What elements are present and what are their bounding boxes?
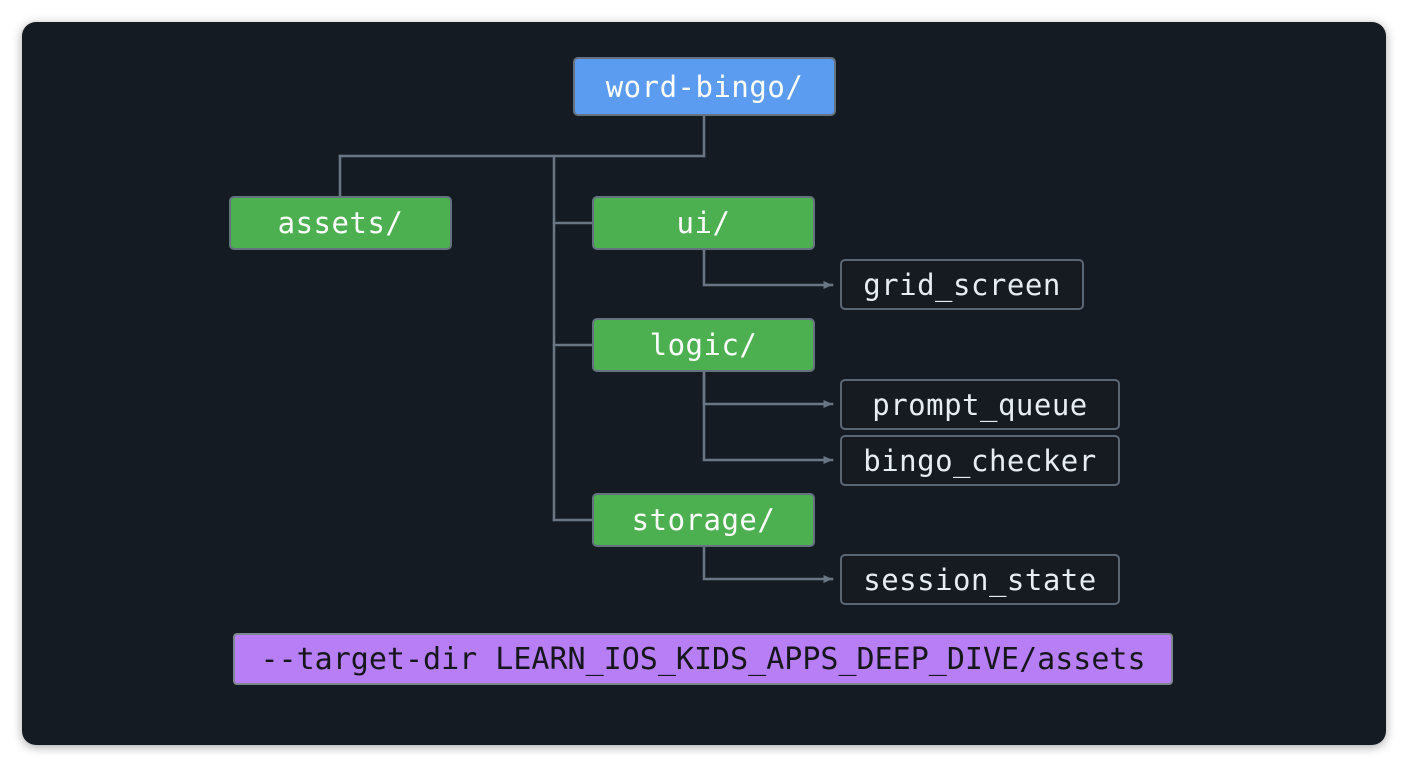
tree-node-session-state[interactable]: session_state	[840, 554, 1120, 605]
tree-node-ui-label: ui/	[676, 206, 731, 240]
tree-node-assets[interactable]: assets/	[229, 196, 452, 250]
tree-node-root-label: word-bingo/	[605, 69, 804, 104]
tree-node-grid-screen-label: grid_screen	[863, 267, 1061, 302]
tree-node-logic-label: logic/	[649, 328, 758, 362]
command-bar[interactable]: --target-dir LEARN_IOS_KIDS_APPS_DEEP_DI…	[233, 633, 1173, 685]
tree-node-bingo-checker-label: bingo_checker	[863, 443, 1097, 478]
tree-node-root[interactable]: word-bingo/	[573, 57, 836, 116]
tree-node-bingo-checker[interactable]: bingo_checker	[840, 435, 1120, 486]
tree-node-prompt-queue[interactable]: prompt_queue	[840, 379, 1120, 430]
tree-node-storage[interactable]: storage/	[592, 493, 815, 547]
tree-node-assets-label: assets/	[277, 206, 404, 240]
diagram-panel: word-bingo/ assets/ ui/ grid_screen logi…	[22, 22, 1386, 745]
tree-node-logic[interactable]: logic/	[592, 318, 815, 372]
tree-node-session-state-label: session_state	[863, 562, 1097, 597]
tree-node-prompt-queue-label: prompt_queue	[872, 387, 1088, 422]
tree-node-storage-label: storage/	[631, 503, 776, 537]
file-tree-diagram: word-bingo/ assets/ ui/ grid_screen logi…	[22, 22, 1386, 745]
command-bar-label: --target-dir LEARN_IOS_KIDS_APPS_DEEP_DI…	[260, 641, 1146, 677]
tree-node-ui[interactable]: ui/	[592, 196, 815, 250]
tree-node-grid-screen[interactable]: grid_screen	[840, 259, 1084, 310]
